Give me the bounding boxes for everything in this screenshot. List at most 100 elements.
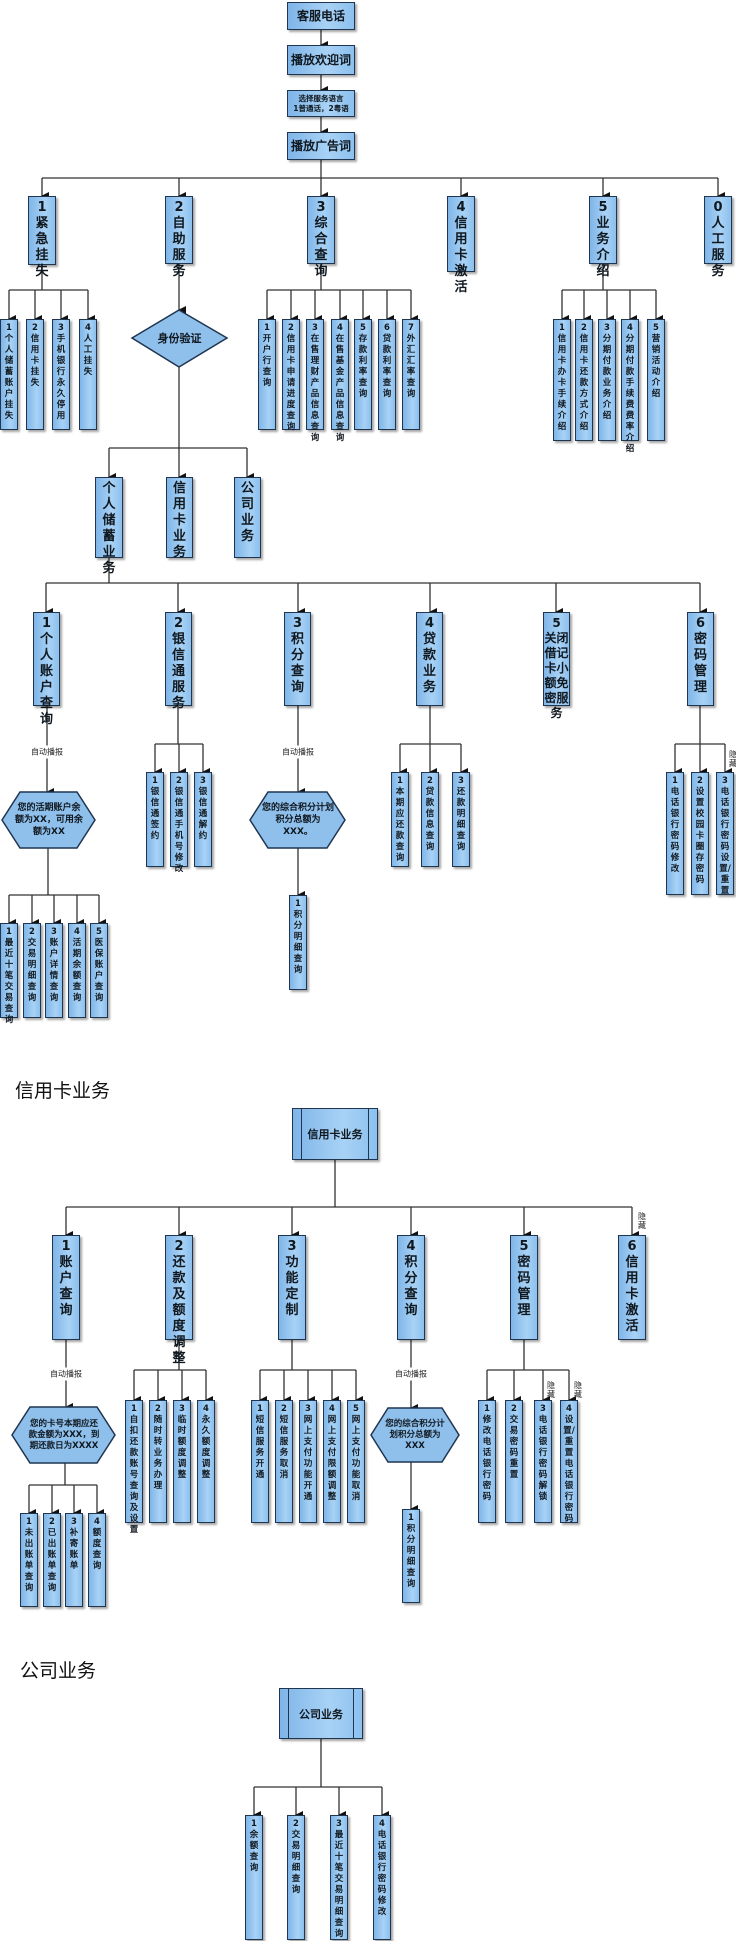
repay-item: 1 自扣还款账号查询及设置 — [125, 1400, 143, 1535]
loss-item: 1 个人储蓄账户挂失 — [0, 319, 18, 430]
loss-item: 4 人工挂失 — [79, 319, 97, 430]
repay-item: 2 随时转业务办理 — [149, 1400, 167, 1523]
credit-section-title: 信用卡业务 — [15, 1080, 111, 1102]
hexagon-shape — [249, 791, 346, 849]
credit-account-item: 4 额度查询 — [88, 1513, 106, 1607]
inquiry-item: 4 在售基金产品信息查询 — [331, 319, 349, 443]
savings-close-smallpay: 5 关闭借记卡小额免密服务 — [543, 612, 570, 720]
loss-item: 2 信用卡挂失 — [26, 319, 44, 430]
company-item: 1 余额查询 — [245, 1815, 263, 1940]
inquiry-item: 2 信用卡申请进度查询 — [282, 319, 300, 432]
credit-account: 1 账户查询 — [52, 1235, 80, 1340]
custom-item: 5 网上支付功能取消 — [347, 1400, 365, 1523]
node-welcome: 播放欢迎词 — [287, 45, 355, 75]
intro-item: 1 信用卡办卡手续介绍 — [553, 319, 571, 441]
credit-password: 5 密码管理 — [510, 1235, 538, 1340]
intro-item: 5 营销活动介绍 — [647, 319, 665, 441]
points-message: 您的综合积分计划积分总额为XXX。 — [262, 803, 335, 837]
credit-account-item: 2 已出账单查询 — [43, 1513, 61, 1607]
password-item: 3 电话银行密码设置/重置 — [716, 772, 734, 896]
balance-message: 您的活期账户余额为XX，可用余额为XX — [15, 803, 83, 837]
company-item: 4 电话银行密码修改 — [373, 1815, 391, 1940]
company-root: 公司业务 — [279, 1688, 363, 1739]
verify-diamond-shape — [130, 309, 229, 368]
custom-item: 3 网上支付功能开通 — [299, 1400, 317, 1523]
business-credit: 信用卡业务 — [166, 477, 193, 560]
credit-activation: 6 信用卡激活 — [618, 1235, 646, 1340]
account-item: 5 医保账户查询 — [90, 923, 108, 1018]
auto-report-label: 自动播报 — [50, 1367, 82, 1381]
menu-card-activation: 4 信用卡激活 — [447, 196, 475, 295]
hexagon-shape — [1, 791, 96, 849]
auto-report-label: 自动播报 — [395, 1367, 427, 1381]
menu-intro: 5 业务介绍 — [589, 196, 617, 279]
menu-agent: 0 人工服务 — [704, 196, 732, 279]
credit-points-item: 1 积分明细查询 — [402, 1509, 420, 1603]
repay-item: 3 临时额度调整 — [173, 1400, 191, 1523]
intro-item: 4 分期付款手续费费率介绍 — [621, 319, 639, 454]
hidden-note: 隐藏 — [638, 1212, 646, 1230]
account-item: 1 最近十笔交易查询 — [0, 923, 18, 1025]
savings-account-query: 1 个人账户查询 — [33, 612, 60, 727]
loan-item: 1 本期应还款查询 — [391, 772, 409, 867]
bill-message: 您的卡号本期应还款金额为XXX，到期还款日为XXXX — [28, 1418, 100, 1451]
password-item: 2 设置校园卡圈存密码 — [691, 772, 709, 895]
inquiry-item: 6 贷款利率查询 — [378, 319, 396, 430]
auto-report-label: 自动播报 — [282, 745, 314, 759]
company-item: 3 最近十笔交易明细查询 — [330, 1815, 348, 1940]
inquiry-item: 5 存款利率查询 — [354, 319, 372, 430]
business-savings: 个人储蓄业务 — [95, 477, 123, 576]
company-item: 2 交易明细查询 — [287, 1815, 305, 1940]
intro-item: 2 信用卡还款方式介绍 — [575, 319, 593, 441]
credit-password-item: 2 交易密码重置 — [505, 1400, 523, 1523]
savings-loan: 4 贷款业务 — [416, 612, 443, 706]
repay-item: 4 永久额度调整 — [197, 1400, 215, 1523]
loan-item: 2 贷款信息查询 — [421, 772, 439, 867]
account-item: 3 账户详情查询 — [45, 923, 63, 1018]
credit-account-item: 1 未出账单查询 — [20, 1513, 38, 1607]
hexagon-shape — [11, 1406, 116, 1464]
credit-repay: 2 还款及额度调整 — [165, 1235, 193, 1366]
credit-points-message: 您的综合积分计划积分总额为XXX — [385, 1418, 445, 1451]
hidden-note: 隐藏 — [547, 1381, 555, 1399]
account-item: 2 交易明细查询 — [23, 923, 41, 1018]
node-phone: 客服电话 — [287, 2, 355, 30]
account-item: 4 活期余额查询 — [68, 923, 86, 1018]
custom-item: 1 短信服务开通 — [251, 1400, 269, 1523]
credit-points: 4 积分查询 — [397, 1235, 425, 1340]
company-section-title: 公司业务 — [20, 1660, 97, 1682]
menu-inquiry: 3 综合查询 — [307, 196, 335, 279]
savings-password: 6 密码管理 — [687, 612, 714, 706]
inquiry-item: 3 在售理财产品信息查询 — [306, 319, 324, 443]
menu-emergency-loss: 1 紧急挂失 — [28, 196, 56, 279]
inquiry-item: 1 开户行查询 — [258, 319, 276, 430]
verify-decision: 身份验证 — [157, 331, 202, 345]
node-language: 选择服务语言 1普通话，2粤语 — [287, 90, 355, 117]
auto-report-label: 自动播报 — [31, 745, 63, 759]
inquiry-item: 7 外汇汇率查询 — [402, 319, 420, 430]
credit-password-item: 3 电话银行密码解锁 — [534, 1400, 552, 1523]
password-item: 1 电话银行密码修改 — [666, 772, 684, 895]
credit-password-item: 4 设置/重置电话银行密码 — [560, 1400, 578, 1524]
credit-custom: 3 功能定制 — [278, 1235, 306, 1340]
menu-self-service: 2 自助服务 — [165, 196, 193, 279]
credit-account-item: 3 补寄账单 — [65, 1513, 83, 1607]
hexagon-shape — [370, 1407, 460, 1463]
loss-item: 3 手机银行永久停用 — [52, 319, 70, 430]
yxt-item: 2 银信通手机号修改 — [170, 772, 188, 874]
yxt-item: 3 银信通解约 — [194, 772, 212, 867]
custom-item: 2 短信服务取消 — [275, 1400, 293, 1523]
business-company: 公司业务 — [234, 477, 261, 558]
credit-password-item: 1 修改电话银行密码 — [478, 1400, 496, 1523]
yxt-item: 1 银信通签约 — [146, 772, 164, 867]
loan-item: 3 还款明细查询 — [452, 772, 470, 867]
credit-root: 信用卡业务 — [292, 1108, 378, 1160]
hidden-note: 隐藏 — [574, 1381, 582, 1399]
savings-yxt: 2 银信通服务 — [165, 612, 192, 711]
node-ad: 播放广告词 — [287, 132, 355, 160]
savings-points: 3 积分查询 — [284, 612, 311, 706]
intro-item: 3 分期付款业务介绍 — [598, 319, 616, 441]
hidden-note: 隐藏 — [729, 750, 736, 768]
custom-item: 4 网上支付限额调整 — [323, 1400, 341, 1523]
